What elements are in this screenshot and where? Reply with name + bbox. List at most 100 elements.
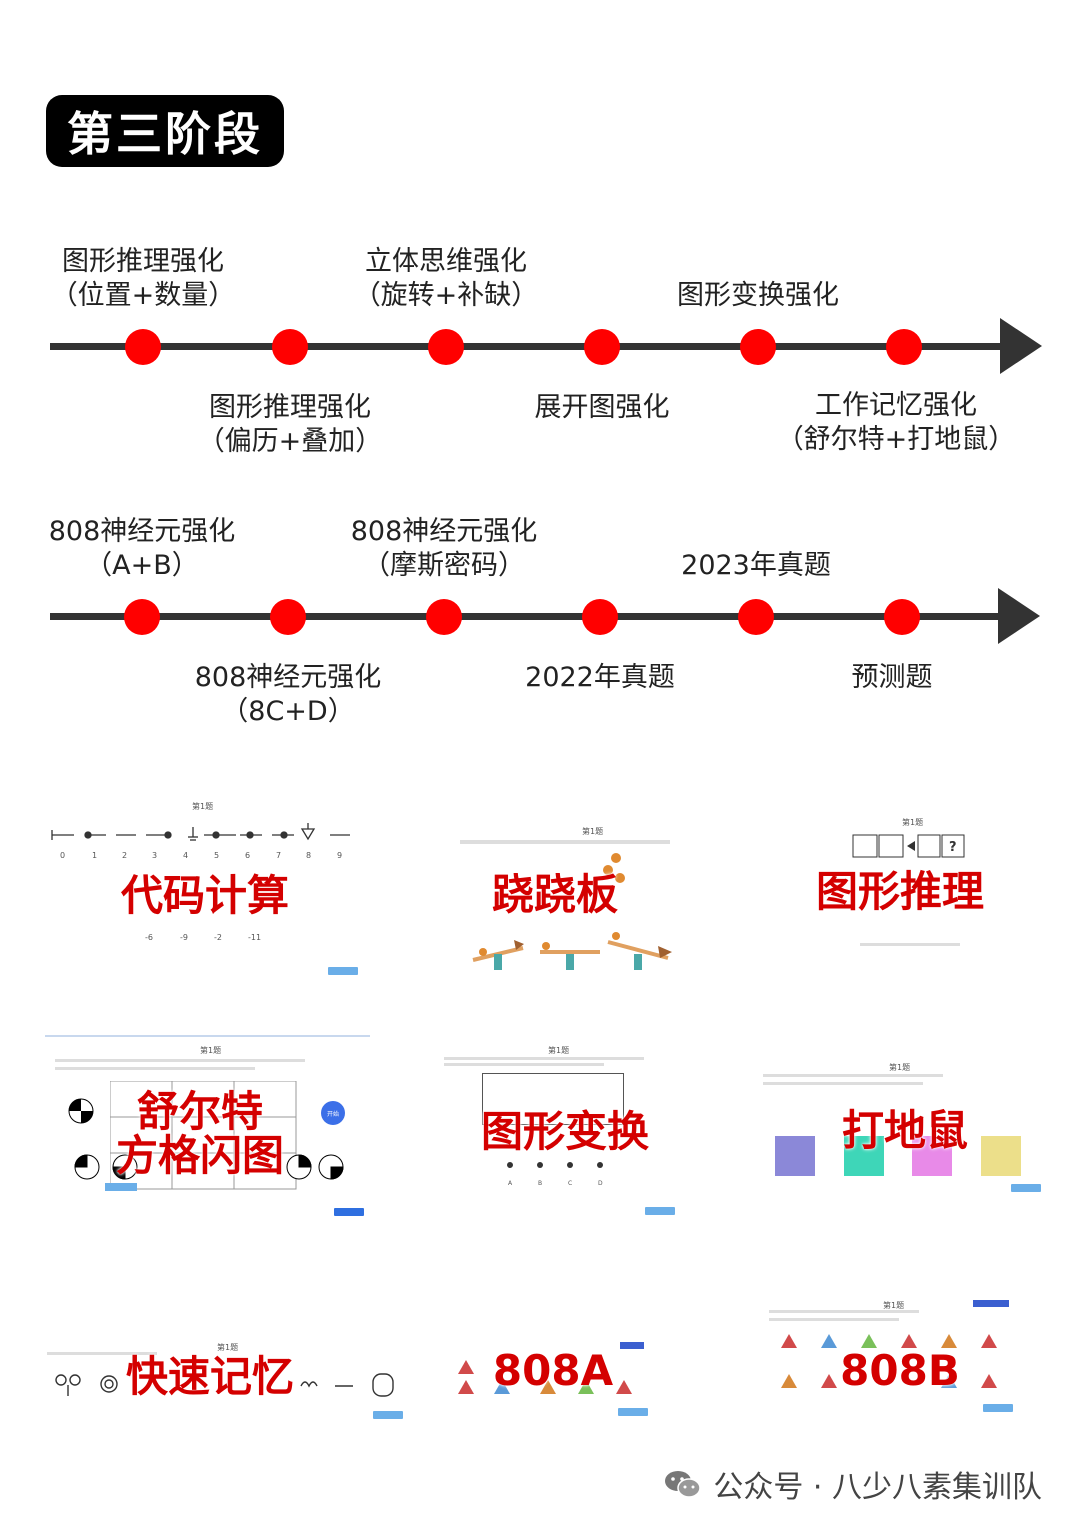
timeline-2-dot xyxy=(124,599,160,635)
thumbnail-808b[interactable]: 第1题 808B xyxy=(765,1298,1015,1418)
thumbnail-label: 跷跷板 xyxy=(491,870,618,919)
svg-text:D: D xyxy=(598,1180,603,1187)
code-digit: 5 xyxy=(214,851,220,860)
timeline-label: 808神经元强化（A+B） xyxy=(48,516,236,581)
thumbnail-label: 808B xyxy=(840,1346,960,1395)
instruction-text-line xyxy=(55,1059,305,1062)
answer-option[interactable]: -9 xyxy=(180,933,188,942)
timeline-2-line xyxy=(50,613,1010,620)
triangle-icon xyxy=(981,1334,997,1348)
schulte-grid xyxy=(110,1081,297,1190)
triangle-icon xyxy=(981,1374,997,1388)
triangle-icon xyxy=(821,1374,837,1388)
figure-sequence-icon: ? xyxy=(852,834,965,858)
thumbnail-label: 代码计算 xyxy=(120,871,289,920)
instruction-text-line xyxy=(763,1074,943,1077)
mole-hole-square[interactable] xyxy=(844,1136,884,1176)
next-button[interactable] xyxy=(1011,1184,1041,1192)
code-digit: 1 xyxy=(92,851,98,860)
svg-text:A: A xyxy=(508,1180,513,1187)
triangle-icon xyxy=(941,1334,957,1348)
timeline-1-line xyxy=(50,343,1010,350)
mole-hole-square[interactable] xyxy=(981,1136,1021,1176)
next-button[interactable] xyxy=(983,1404,1013,1412)
code-symbol-row xyxy=(51,823,350,841)
timeline-label: 立体思维强化（旋转+补缺） xyxy=(353,246,539,311)
thumbnail-schulte[interactable]: 第1题 开始 舒尔特 方格闪图 xyxy=(45,1035,370,1220)
answer-option[interactable]: -6 xyxy=(145,933,153,942)
instruction-text-line xyxy=(444,1063,604,1066)
triangle-icon xyxy=(861,1334,877,1348)
triangle-icon xyxy=(616,1380,632,1394)
seesaw-options xyxy=(472,932,672,970)
thumbnail-label: 舒尔特 方格闪图 xyxy=(115,1087,284,1180)
stage-title-badge: 第三阶段 xyxy=(46,95,284,167)
question-number: 第1题 xyxy=(582,827,604,836)
thumbnail-code-calc[interactable]: 第1题 0 1 2 3 4 5 6 7 8 9 -6 -9 -2 -11 代码计… xyxy=(40,795,370,985)
timeline-label: 展开图强化 xyxy=(534,392,670,423)
instruction-text-line xyxy=(769,1318,899,1321)
next-button[interactable] xyxy=(328,967,358,975)
timeline-label: 808神经元强化（8C+D） xyxy=(194,662,382,727)
timeline-1-dot xyxy=(428,329,464,365)
triangle-icon xyxy=(458,1380,474,1394)
question-number: 第1题 xyxy=(889,1063,911,1072)
thumbnail-label: 图形推理 xyxy=(815,867,984,916)
timeline-2-dot xyxy=(738,599,774,635)
timeline-2-dot xyxy=(426,599,462,635)
footer-text: 公众号 · 八少八素集训队 xyxy=(713,1470,1042,1505)
thumbnail-figure-reasoning[interactable]: 第1题 ? 图形推理 xyxy=(810,815,1010,980)
timeline-label: 2023年真题 xyxy=(681,550,831,581)
answer-option[interactable]: -2 xyxy=(214,933,222,942)
timeline-1-dot xyxy=(886,329,922,365)
thumbnail-label: 快速记忆 xyxy=(125,1352,294,1401)
instruction-text-line xyxy=(460,840,670,844)
question-number: 第1题 xyxy=(217,1343,239,1352)
thumbnail-808a[interactable]: 808A xyxy=(448,1338,648,1420)
answer-option[interactable]: -11 xyxy=(248,933,262,942)
triangle-icon xyxy=(458,1360,474,1374)
next-button[interactable] xyxy=(373,1411,403,1419)
start-button[interactable]: 开始 xyxy=(321,1101,345,1125)
operation-legend-box xyxy=(482,1073,624,1125)
mole-hole-square[interactable] xyxy=(912,1136,952,1176)
next-button[interactable] xyxy=(645,1207,675,1215)
triangle-icon xyxy=(578,1380,594,1394)
mole-hole-square[interactable] xyxy=(775,1136,815,1176)
timeline-label: 图形推理强化（偏历+叠加） xyxy=(197,392,383,457)
thumbnail-fast-memory[interactable]: 第1题 快速记忆 xyxy=(45,1338,415,1423)
thumbnail-label: 打地鼠 xyxy=(841,1106,968,1155)
question-number: 第1题 xyxy=(200,1046,222,1055)
triangle-icon xyxy=(941,1374,957,1388)
timeline-2-dot xyxy=(884,599,920,635)
next-button[interactable] xyxy=(334,1208,364,1216)
question-number: 第1题 xyxy=(902,818,924,827)
timeline-label: 图形推理强化（位置+数量） xyxy=(50,246,236,311)
pie-icon xyxy=(68,1098,94,1124)
timeline-1-dot xyxy=(125,329,161,365)
question-number: 第1题 xyxy=(548,1046,570,1055)
thumbnail-seesaw[interactable]: 第1题 跷跷板 xyxy=(430,820,720,985)
timeline-1-dot xyxy=(272,329,308,365)
code-digit: 8 xyxy=(306,851,312,860)
header-button[interactable] xyxy=(973,1300,1009,1307)
triangle-icon xyxy=(781,1334,797,1348)
triangle-icon xyxy=(901,1334,917,1348)
timeline-label: 图形变换强化 xyxy=(677,280,839,311)
instruction-text-line xyxy=(55,1067,255,1070)
next-button[interactable] xyxy=(618,1408,648,1416)
timeline-label: 预测题 xyxy=(851,662,933,693)
hint-text-line xyxy=(860,943,960,946)
code-digit: 7 xyxy=(276,851,282,860)
thumbnail-whack-a-mole[interactable]: 第1题 打地鼠 xyxy=(755,1060,1045,1195)
timeline-1-dot xyxy=(740,329,776,365)
question-number: 第1题 xyxy=(883,1301,905,1310)
timeline-1-dot xyxy=(584,329,620,365)
timeline-label: 工作记忆强化（舒尔特+打地鼠） xyxy=(776,390,1016,455)
header-button[interactable] xyxy=(620,1342,644,1349)
timeline-1-arrow-icon xyxy=(1000,318,1042,374)
triangle-icon xyxy=(781,1374,797,1388)
instruction-text-line xyxy=(47,1352,157,1355)
